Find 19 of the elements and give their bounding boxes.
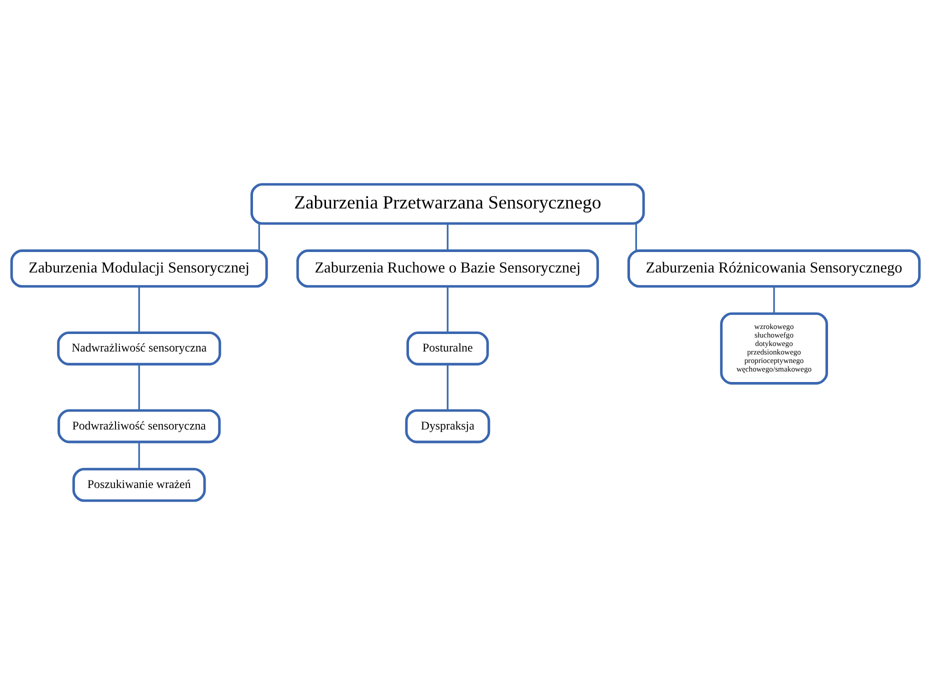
- node-box: Nadwrażliwość sensoryczna: [57, 331, 222, 366]
- connector: [138, 364, 140, 410]
- node-box: wzrokowego słuchowefgo dotykowego przedsionkowego proprioceptywnego węchowego/smakowego: [720, 312, 828, 385]
- node-box: Dyspraksja: [405, 409, 490, 444]
- node-box: Poszukiwanie wrażeń: [72, 468, 206, 502]
- node-box: Zaburzenia Ruchowe o Bazie Sensorycznej: [296, 249, 599, 288]
- connector: [635, 224, 637, 251]
- connector: [773, 286, 775, 314]
- connector: [138, 442, 140, 469]
- connector: [446, 286, 448, 333]
- node-box: Zaburzenia Różnicowania Sensorycznego: [627, 249, 921, 288]
- connector: [446, 364, 448, 410]
- node-box: Posturalne: [406, 331, 489, 366]
- connector: [138, 286, 140, 333]
- connector: [258, 224, 260, 251]
- connector: [446, 224, 448, 251]
- node-box: Zaburzenia Modulacji Sensorycznej: [10, 249, 268, 288]
- node-box: Podwrażliwość sensoryczna: [58, 409, 221, 444]
- node-box: Zaburzenia Przetwarzana Sensorycznego: [250, 183, 645, 225]
